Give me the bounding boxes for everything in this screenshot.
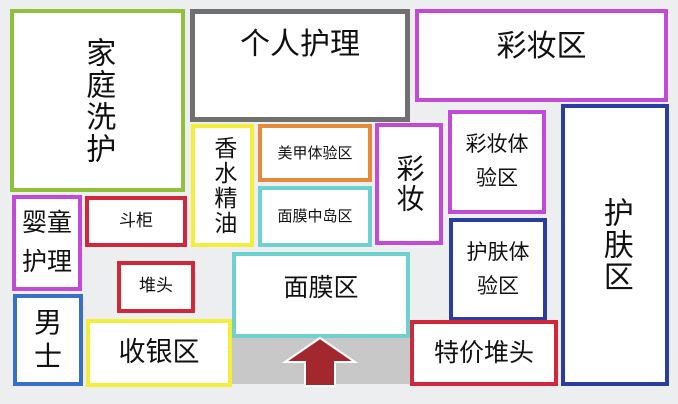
zone-cabinet-label: 斗柜	[119, 210, 153, 231]
zone-skincare-area-label: 护肤区	[597, 197, 633, 293]
zone-baby-care-label: 婴童护理	[21, 208, 72, 276]
zone-mask-area-label: 面膜区	[283, 273, 359, 302]
zone-cashier: 收银区	[86, 319, 232, 387]
zone-home-care-label: 家庭洗护	[80, 36, 116, 165]
zone-personal-care: 个人护理	[190, 9, 410, 122]
zone-home-care: 家庭洗护	[10, 9, 185, 192]
zone-stack-head-label: 堆头	[139, 276, 173, 297]
zone-cabinet: 斗柜	[85, 196, 187, 247]
zone-perfume-label: 香水精油	[209, 135, 236, 236]
zone-makeup-small-label: 彩妆	[392, 154, 426, 214]
entrance-arrow-shape	[281, 336, 359, 387]
zone-makeup-experience: 彩妆体验区	[448, 110, 546, 214]
zone-skincare-area: 护肤区	[561, 104, 669, 386]
zone-baby-care: 婴童护理	[12, 195, 82, 291]
zone-skincare-experience-label: 护肤体验区	[466, 239, 530, 298]
zone-personal-care-label: 个人护理	[240, 27, 360, 62]
zone-mask-area: 面膜区	[232, 252, 410, 338]
zone-special-stack: 特价堆头	[410, 320, 558, 386]
zone-mens: 男士	[13, 294, 83, 386]
zone-makeup-small: 彩妆	[375, 123, 443, 245]
zone-special-stack-label: 特价堆头	[433, 338, 534, 368]
zone-nail-experience: 美甲体验区	[258, 124, 372, 182]
zone-stack-head: 堆头	[117, 261, 195, 313]
zone-mens-label: 男士	[33, 306, 62, 373]
zone-cashier-label: 收银区	[118, 337, 200, 369]
zone-mask-island-label: 面膜中岛区	[277, 207, 353, 226]
zone-makeup-experience-label: 彩妆体验区	[465, 132, 529, 190]
entrance-arrow-icon	[281, 336, 359, 387]
zone-makeup-area-label: 彩妆区	[496, 29, 587, 64]
zone-perfume: 香水精油	[191, 124, 254, 247]
zone-mask-island: 面膜中岛区	[258, 186, 372, 247]
zone-makeup-area: 彩妆区	[415, 9, 668, 102]
zone-nail-experience-label: 美甲体验区	[277, 143, 353, 162]
zone-skincare-experience: 护肤体验区	[449, 218, 547, 321]
